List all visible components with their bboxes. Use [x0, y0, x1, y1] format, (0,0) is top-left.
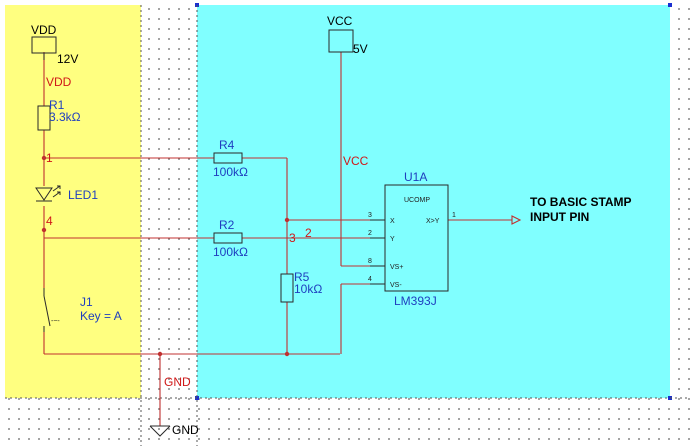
u1a-pin-y-label: Y — [390, 236, 395, 243]
junction-dots — [41, 155, 290, 357]
node-3-label: 3 — [289, 231, 296, 245]
vdd-value: 12V — [57, 52, 78, 66]
j1-key: Key = A — [80, 309, 122, 323]
output-label-line2: INPUT PIN — [530, 210, 589, 224]
j1-ref: J1 — [80, 295, 93, 309]
u1a-pin-vsm-label: VS- — [390, 282, 402, 289]
u1a-pin-num-x: 3 — [368, 212, 372, 219]
vdd-net-label: VDD — [46, 75, 72, 89]
r4-value: 100kΩ — [213, 165, 248, 179]
u1a-pin-out-label: X>Y — [426, 218, 440, 225]
resistor-r1[interactable] — [37, 105, 51, 131]
ground-symbol[interactable] — [149, 425, 171, 437]
wires — [43, 52, 512, 426]
vdd-power-symbol[interactable] — [31, 36, 57, 60]
vcc-power-symbol[interactable] — [328, 29, 354, 53]
u1a-pin-num-y: 2 — [368, 230, 372, 237]
u1a-ref: U1A — [404, 170, 427, 184]
u1a-part: LM393J — [394, 294, 437, 308]
yellow-region — [5, 5, 141, 398]
vcc-net-label: VCC — [343, 154, 369, 168]
vcc-value: 5V — [353, 42, 368, 56]
cyan-region — [197, 5, 670, 398]
u1a-inner-title: UCOMP — [404, 197, 430, 204]
node-1-label: 1 — [46, 151, 53, 165]
output-arrow-icon — [511, 215, 522, 225]
r1-ref: R1 — [49, 98, 65, 112]
resistor-r4[interactable] — [213, 152, 243, 164]
u1a-pin-num-vsp: 8 — [368, 258, 372, 265]
gnd-net-label: GND — [164, 375, 191, 389]
switch-j1[interactable]: -~- — [43, 288, 60, 332]
resistor-r5[interactable] — [280, 273, 294, 303]
r1-value: 3.3kΩ — [49, 110, 81, 124]
r2-ref: R2 — [219, 218, 235, 232]
output-label-line1: TO BASIC STAMP — [530, 195, 632, 209]
u1a-pin-x-label: X — [390, 218, 395, 225]
switch-key-mark: -~- — [51, 318, 60, 325]
node-4-label: 4 — [46, 214, 53, 228]
u1a-pin-num-out: 1 — [452, 212, 456, 219]
r2-value: 100kΩ — [213, 245, 248, 259]
r4-ref: R4 — [219, 138, 235, 152]
node-2-label: 2 — [305, 226, 312, 240]
r5-value: 10kΩ — [294, 282, 322, 296]
gnd-label: GND — [172, 423, 199, 437]
vdd-label: VDD — [31, 23, 57, 37]
resistor-r2[interactable] — [213, 232, 243, 244]
vcc-label: VCC — [327, 14, 353, 28]
comparator-u1a[interactable] — [370, 184, 449, 292]
led-symbol[interactable] — [35, 185, 61, 202]
u1a-pin-vsp-label: VS+ — [390, 264, 403, 271]
r5-ref: R5 — [294, 270, 310, 284]
led1-ref: LED1 — [68, 188, 98, 202]
u1a-pin-num-vsm: 4 — [368, 276, 372, 283]
